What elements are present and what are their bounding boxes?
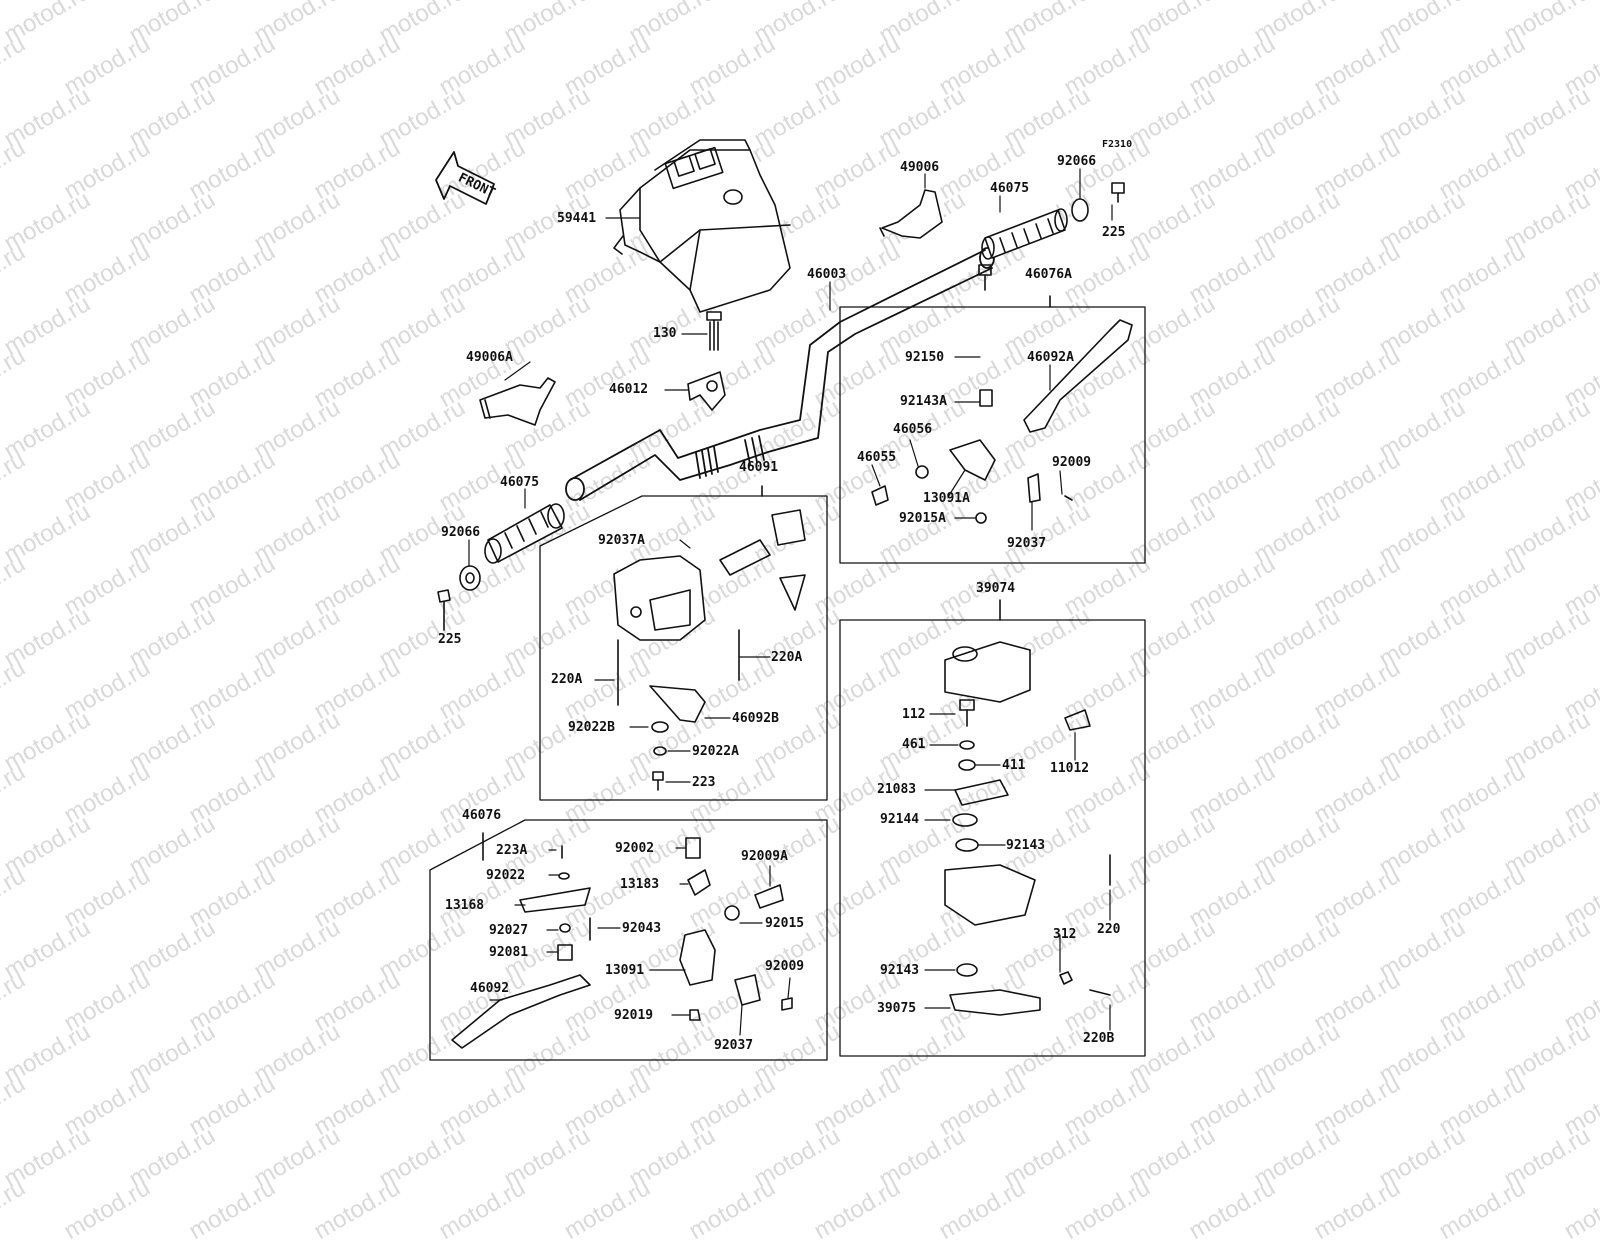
part-label-92009: 92009 <box>1052 455 1092 470</box>
clamp-drawing <box>687 311 726 411</box>
part-label-13091A: 13091A <box>923 491 970 506</box>
part-label-92015A: 92015A <box>899 511 946 526</box>
part-label-130: 130 <box>653 326 677 341</box>
part-label-46055: 46055 <box>857 450 897 465</box>
part-label-92143-lower: 92143 <box>880 963 920 978</box>
part-label-220B: 220B <box>1083 1031 1115 1046</box>
part-label-220: 220 <box>1097 922 1121 937</box>
part-label-92037: 92037 <box>1007 536 1047 551</box>
part-label-92022B: 92022B <box>568 720 615 735</box>
handlebar-drawing <box>565 247 995 501</box>
handlebar-cover-drawing <box>613 139 791 313</box>
part-label-46076A: 46076A <box>1025 267 1072 282</box>
part-label-312: 312 <box>1053 927 1077 942</box>
box-39074 <box>839 599 1146 1057</box>
box-46076 <box>429 819 828 1061</box>
part-label-92027: 92027 <box>489 923 529 938</box>
part-label-223: 223 <box>692 775 716 790</box>
part-label-461: 461 <box>902 737 926 752</box>
part-label-220A-right: 220A <box>771 650 803 665</box>
part-label-411: 411 <box>1002 758 1026 773</box>
part-label-49006A: 49006A <box>466 350 513 365</box>
part-label-46092: 46092 <box>470 981 510 996</box>
box-46076A <box>839 264 1146 564</box>
part-label-46003: 46003 <box>807 267 847 282</box>
part-label-59441: 59441 <box>557 211 597 226</box>
part-label-46092B: 46092B <box>732 711 779 726</box>
part-label-46075-left: 46075 <box>500 475 540 490</box>
grip-cap-left-drawing <box>479 377 556 426</box>
part-label-92022A: 92022A <box>692 744 739 759</box>
part-label-21083: 21083 <box>877 782 917 797</box>
part-label-13168: 13168 <box>445 898 485 913</box>
part-label-39074: 39074 <box>976 581 1016 596</box>
part-label-92009A: 92009A <box>741 849 788 864</box>
part-label-46056: 46056 <box>893 422 933 437</box>
part-label-46012: 46012 <box>609 382 649 397</box>
part-label-46076: 46076 <box>462 808 502 823</box>
part-label-92143A: 92143A <box>900 394 947 409</box>
part-label-46091: 46091 <box>739 460 779 475</box>
part-label-92066-left: 92066 <box>441 525 481 540</box>
part-label-92009-b: 92009 <box>765 959 805 974</box>
leader-lines <box>468 168 1113 1036</box>
part-label-220A-left: 220A <box>551 672 583 687</box>
part-label-46092A: 46092A <box>1027 350 1074 365</box>
part-label-92066-right: 92066 <box>1057 154 1097 169</box>
part-label-11012: 11012 <box>1050 761 1090 776</box>
part-label-46075-right: 46075 <box>990 181 1030 196</box>
grip-left-drawing <box>437 503 565 631</box>
part-label-49006: 49006 <box>900 160 940 175</box>
part-label-39075: 39075 <box>877 1001 917 1016</box>
part-label-225-right: 225 <box>1102 225 1126 240</box>
part-label-92150: 92150 <box>905 350 945 365</box>
part-label-223A: 223A <box>496 843 528 858</box>
figure-code: F2310 <box>1102 139 1133 150</box>
part-label-92144: 92144 <box>880 812 920 827</box>
part-label-92002: 92002 <box>615 841 655 856</box>
part-label-112: 112 <box>902 707 926 722</box>
part-label-92143-upper: 92143 <box>1006 838 1046 853</box>
exploded-parts-diagram: FRONT <box>429 139 1146 1061</box>
box-46091 <box>539 485 828 801</box>
part-label-92019: 92019 <box>614 1008 654 1023</box>
grip-cap-right-drawing <box>879 189 943 239</box>
part-label-225-left: 225 <box>438 632 462 647</box>
part-label-92022: 92022 <box>486 868 526 883</box>
part-label-92081: 92081 <box>489 945 529 960</box>
part-label-92015: 92015 <box>765 916 805 931</box>
part-label-92037A: 92037A <box>598 533 645 548</box>
front-arrow-icon: FRONT <box>435 151 498 205</box>
part-label-13091: 13091 <box>605 963 645 978</box>
grip-right-drawing <box>981 182 1125 260</box>
part-label-92037-b: 92037 <box>714 1038 754 1053</box>
part-label-13183: 13183 <box>620 877 660 892</box>
part-label-92043: 92043 <box>622 921 662 936</box>
